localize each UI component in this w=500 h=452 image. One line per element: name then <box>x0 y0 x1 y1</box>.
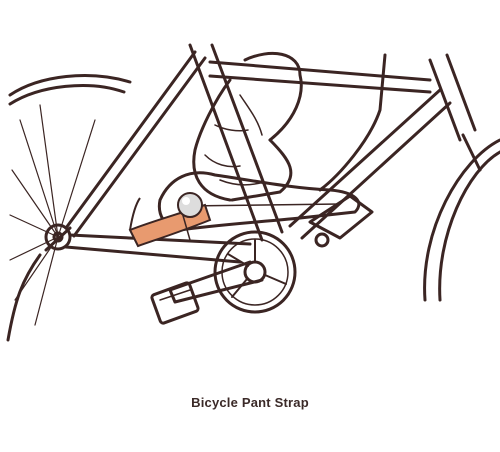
rider-leg <box>192 51 387 202</box>
front-wheel <box>423 133 500 302</box>
rear-wheel <box>6 74 132 342</box>
caption: Bicycle Pant Strap <box>191 395 309 410</box>
rear-hub <box>44 223 72 252</box>
chainring <box>213 230 297 314</box>
bicycle-frame <box>64 43 477 264</box>
bicycle-pant-strap-illustration <box>6 43 500 342</box>
pedal <box>150 281 200 325</box>
bell <box>177 192 203 218</box>
